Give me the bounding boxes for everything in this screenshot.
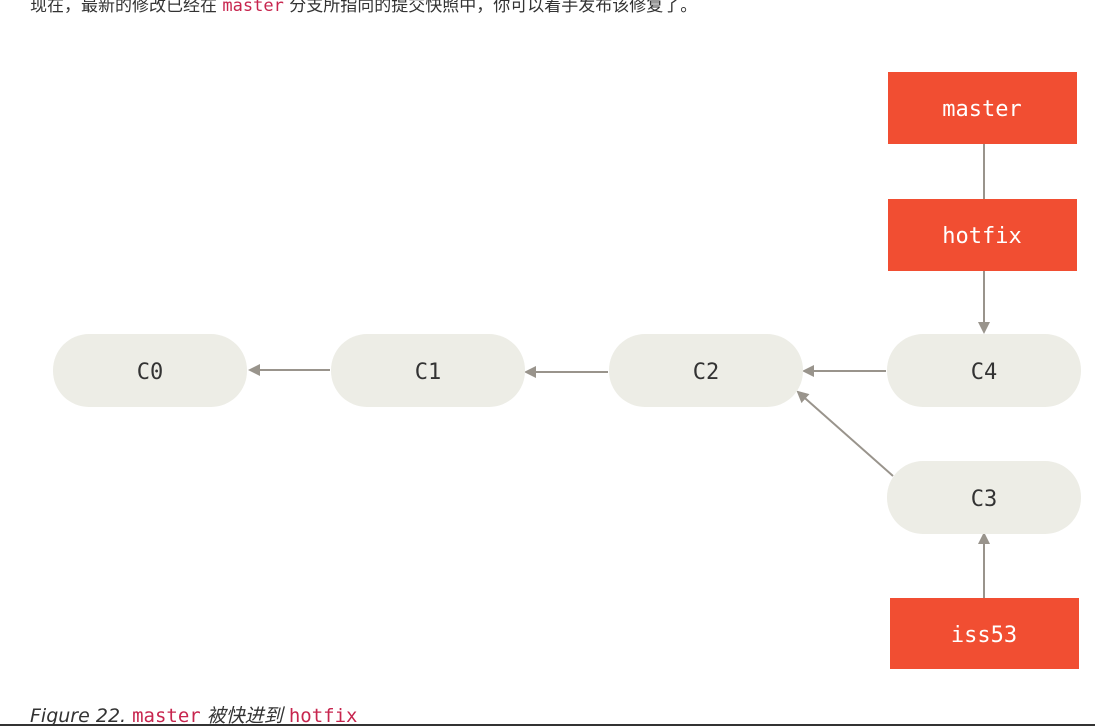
commit-c3-label: C3 (971, 487, 998, 512)
commit-c4-label: C4 (971, 360, 998, 385)
figure-caption: Figure 22. master 被快进到 hotfix (30, 704, 357, 726)
commit-c4: C4 (887, 334, 1081, 407)
branch-master: master (888, 72, 1077, 144)
commit-c0-label: C0 (137, 360, 164, 385)
caption-prefix: Figure 22. (30, 705, 133, 726)
commit-c0: C0 (53, 334, 247, 407)
intro-paragraph: 现在，最新的修改已经在 master 分支所指向的提交快照中，你可以着手发布该修… (30, 0, 697, 18)
commit-c2: C2 (609, 334, 803, 407)
intro-code-master: master (222, 0, 284, 16)
branch-hotfix-label: hotfix (942, 224, 1021, 249)
bottom-divider (0, 724, 1095, 726)
edge-c3-to-c2 (796, 390, 894, 477)
commit-c1: C1 (331, 334, 525, 407)
caption-code-master: master (132, 705, 201, 726)
commit-c3: C3 (887, 461, 1081, 534)
intro-text-after: 分支所指向的提交快照中，你可以着手发布该修复了。 (283, 0, 698, 16)
commit-c2-label: C2 (693, 360, 720, 385)
intro-text-before: 现在，最新的修改已经在 (30, 0, 223, 16)
branch-iss53: iss53 (890, 598, 1079, 669)
caption-middle: 被快进到 (200, 705, 289, 726)
commit-c1-label: C1 (415, 360, 442, 385)
branch-hotfix: hotfix (888, 199, 1077, 271)
caption-code-hotfix: hotfix (288, 705, 358, 726)
branch-iss53-label: iss53 (951, 623, 1017, 648)
branch-master-label: master (942, 97, 1021, 122)
